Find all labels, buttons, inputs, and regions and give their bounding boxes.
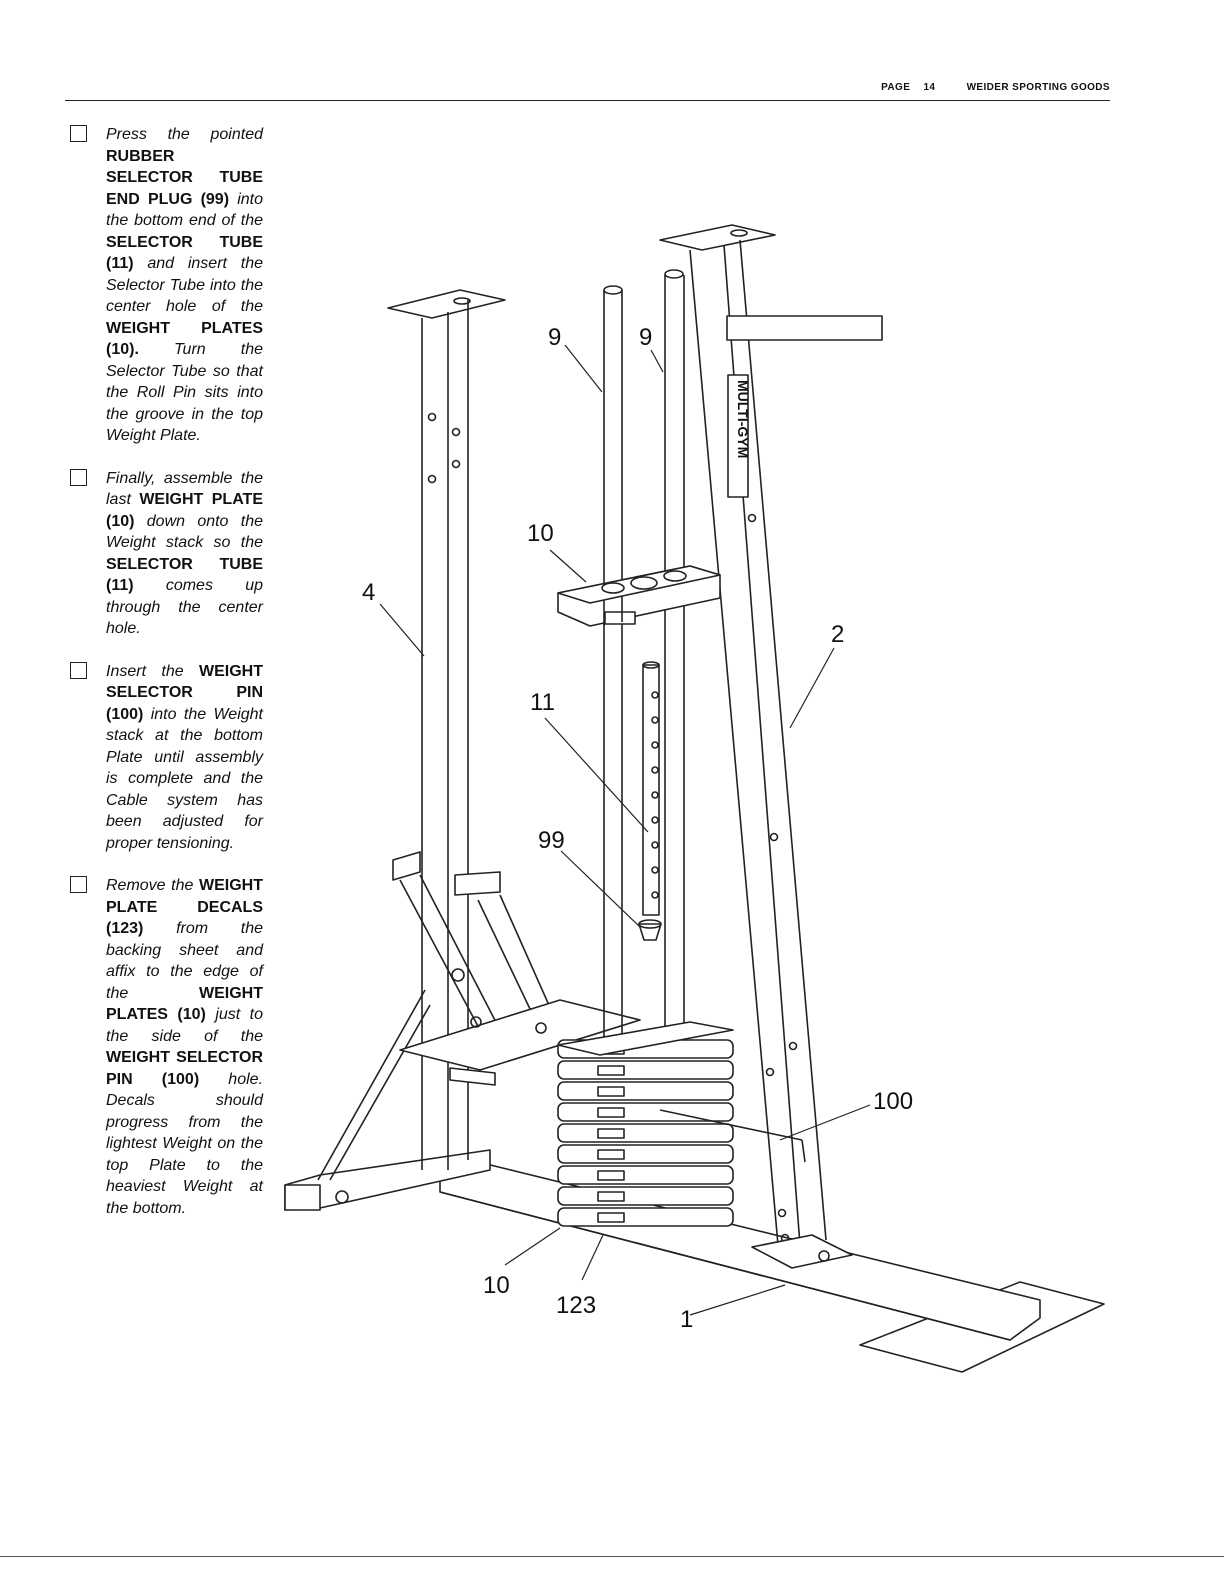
instruction-text: Turn the Selector Tube so that the Roll … (106, 341, 263, 444)
part-name: (100) (106, 705, 151, 723)
weight-plate (557, 1060, 734, 1080)
weight-plate (557, 1081, 734, 1101)
part-name: WEIGHT SELECTOR PIN (106, 1049, 263, 1088)
callout-1: 1 (680, 1306, 693, 1333)
callout-labels: 9 9 10 11 99 4 2 100 10 123 1 (362, 324, 913, 1333)
part-name: RUBBER SELECTOR TUBE END PLUG (106, 147, 263, 208)
part-name: WEIGHT PLATE (139, 491, 263, 508)
part-name: (11) (106, 577, 166, 594)
weight-plate (557, 1165, 734, 1185)
step-text: Remove the WEIGHT PLATE DECALS (123) fro… (106, 875, 263, 1219)
step-checkbox[interactable] (70, 468, 87, 486)
weight-plate (557, 1186, 734, 1206)
part-name: WEIGHT PLATES (106, 319, 263, 337)
instruction-steps: Press the pointed RUBBER SELECTOR TUBE E… (70, 124, 270, 1240)
weight-plate-decal (597, 1107, 625, 1118)
instruction-text: Remove the (106, 877, 199, 894)
left-upright (387, 289, 506, 1170)
callout-99: 99 (538, 827, 565, 854)
part-name: WEIGHT SELECTOR PIN (106, 662, 263, 702)
callout-2: 2 (831, 621, 844, 648)
stack-top-face (557, 1021, 734, 1056)
page-number: 14 (923, 82, 936, 93)
callout-4: 4 (362, 579, 375, 606)
step-checkbox[interactable] (70, 876, 87, 893)
top-weight-plate (557, 565, 721, 627)
weight-plate (557, 1123, 734, 1143)
instruction-text: hole. Decals should progress from the li… (106, 1070, 263, 1217)
page-label: PAGE (881, 82, 911, 93)
part-name: WEIGHT PLATE DECALS (106, 877, 263, 916)
step-text: Insert the WEIGHT SELECTOR PIN (100) int… (106, 661, 263, 855)
weight-plate-decal (597, 1149, 625, 1160)
guide-rods (603, 269, 685, 1050)
step-3: Insert the WEIGHT SELECTOR PIN (100) int… (70, 661, 270, 855)
part-name: SELECTOR TUBE (106, 555, 263, 573)
instruction-text: and insert the Selector Tube into the ce… (106, 255, 263, 315)
part-name: (10). (106, 341, 174, 358)
right-upright: MULTI-GYM (659, 224, 883, 1269)
step-text: Finally, assemble the last WEIGHT PLATE … (106, 468, 263, 640)
end-plug (638, 919, 662, 941)
step-text: Press the pointed RUBBER SELECTOR TUBE E… (106, 124, 263, 447)
instruction-text: comes up through the center hole. (106, 577, 263, 637)
callout-11: 11 (530, 689, 555, 716)
step-checkbox[interactable] (70, 661, 87, 679)
weight-plate (557, 1102, 734, 1122)
part-name: (123) (106, 920, 177, 937)
step-1: Press the pointed RUBBER SELECTOR TUBE E… (70, 124, 270, 447)
callout-10-top: 10 (527, 520, 554, 547)
weight-plate (557, 1144, 734, 1164)
leader-lines (379, 344, 871, 1316)
instruction-text: just to the side of the (106, 1006, 264, 1045)
selector-tube (642, 661, 660, 916)
instruction-text: Insert the (106, 662, 199, 680)
assembly-diagram: MULTI-GYM (284, 224, 1105, 1373)
instruction-text: into the Weight stack at the bottom Plat… (106, 705, 263, 852)
step-checkbox[interactable] (70, 125, 87, 142)
weight-plate-decal (597, 1128, 625, 1139)
instruction-text: into the bottom end of the (106, 190, 264, 230)
part-name: (10) (167, 1006, 216, 1023)
step-4: Remove the WEIGHT PLATE DECALS (123) fro… (70, 875, 270, 1219)
weight-plate-decal (597, 1191, 625, 1202)
weight-plate-decal (597, 1212, 625, 1223)
callout-9-right: 9 (639, 324, 652, 351)
part-name: (10) (106, 512, 147, 530)
header-text: PAGE 14 WEIDER SPORTING GOODS (871, 82, 1110, 93)
weight-stack (557, 1021, 734, 1227)
part-name: SELECTOR TUBE (106, 233, 263, 251)
weight-plate-decal (597, 1065, 625, 1076)
decal-text: MULTI-GYM (735, 380, 751, 458)
callout-100: 100 (873, 1088, 913, 1115)
callout-9-left: 9 (548, 324, 561, 351)
part-name: (100) (132, 1070, 229, 1088)
weight-plate-decal (597, 1170, 625, 1181)
callout-10-bottom: 10 (483, 1272, 510, 1299)
part-name: (11) (106, 255, 148, 272)
bottom-rule (0, 1556, 1224, 1557)
callout-123: 123 (556, 1292, 596, 1319)
company-name: WEIDER SPORTING GOODS (966, 82, 1110, 93)
instruction-text: from the backing sheet and affix to the … (106, 920, 264, 1002)
multi-gym-decal: MULTI-GYM (727, 374, 751, 498)
page-header: PAGE 14 WEIDER SPORTING GOODS (65, 80, 1110, 101)
part-name: WEIGHT PLATES (106, 984, 263, 1024)
lever-arms (392, 851, 641, 1086)
selector-pin (659, 1109, 806, 1163)
instruction-text: Press the pointed (106, 126, 263, 143)
weight-plate-decal (597, 1086, 625, 1097)
instruction-text: Finally, assemble the last (106, 469, 263, 509)
step-2: Finally, assemble the last WEIGHT PLATE … (70, 468, 270, 640)
instruction-text: down onto the Weight stack so the (106, 512, 263, 552)
weight-plate (557, 1207, 734, 1227)
part-name: (99) (192, 190, 238, 208)
